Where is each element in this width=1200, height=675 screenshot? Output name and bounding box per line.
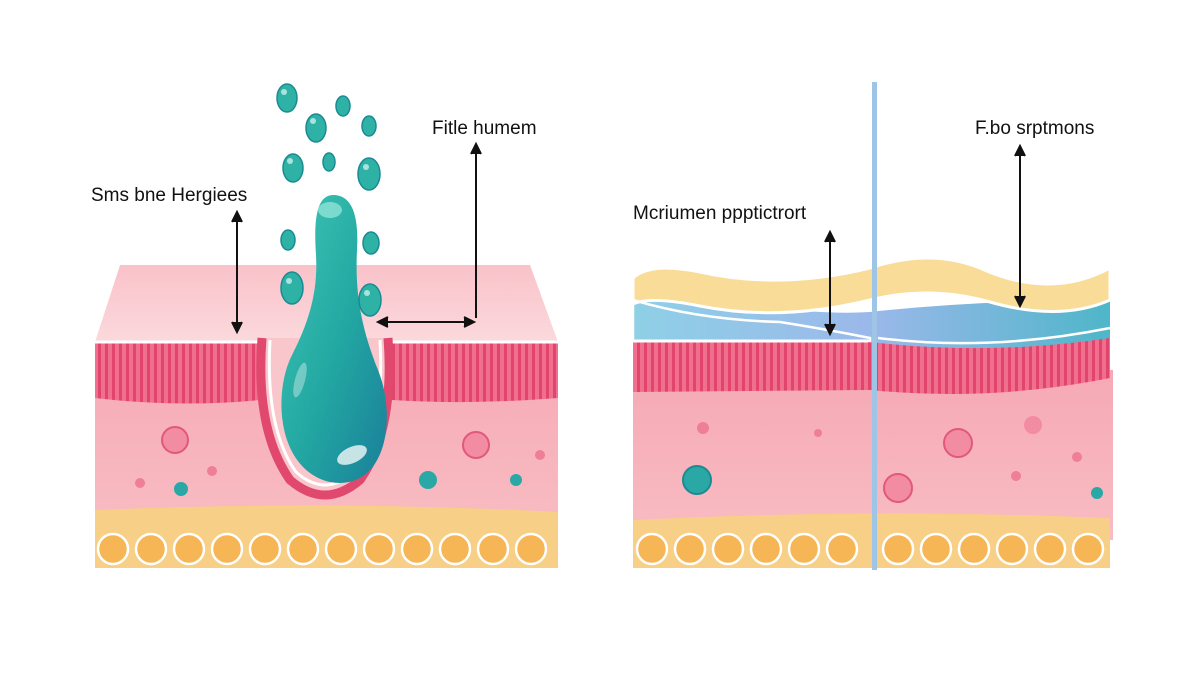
label-left-side: Sms bne Hergiees <box>91 185 247 206</box>
fat-cells-left <box>96 532 548 566</box>
arrow-icon <box>824 143 1026 337</box>
barrier-layer <box>633 256 1112 315</box>
label-right-top: F.bo srptmons <box>975 118 1094 139</box>
right-skin-block <box>633 256 1113 568</box>
label-left-top: Fitle humem <box>432 118 537 139</box>
dermis-bubbles-right <box>682 416 1103 503</box>
dermis-bubbles-left <box>135 426 545 496</box>
label-right-middle: Mcriumen ppptictrort <box>633 203 807 224</box>
epidermis-band-right <box>385 342 558 403</box>
water-drop-icon <box>281 195 387 483</box>
panel-divider <box>872 82 877 570</box>
fat-cells-right <box>635 532 1105 566</box>
epidermis-band-left <box>95 342 263 404</box>
arrow-icon <box>231 141 482 335</box>
